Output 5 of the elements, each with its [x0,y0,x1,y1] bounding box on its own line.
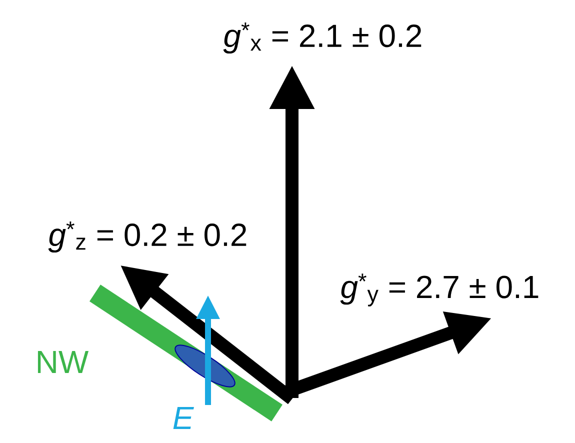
axis-label: g$^{*}$$_{z}$ = 0.2 ± 0.2 [48,221,246,253]
axis-label: g$^{*}$$_{y}$ = 2.7 ± 0.1 [340,274,538,306]
nanowire-label: NW [38,351,89,373]
field-label: E [173,407,194,429]
axis-label: g$^{*}$$_{x}$ = 2.1 ± 0.2 [223,22,422,54]
